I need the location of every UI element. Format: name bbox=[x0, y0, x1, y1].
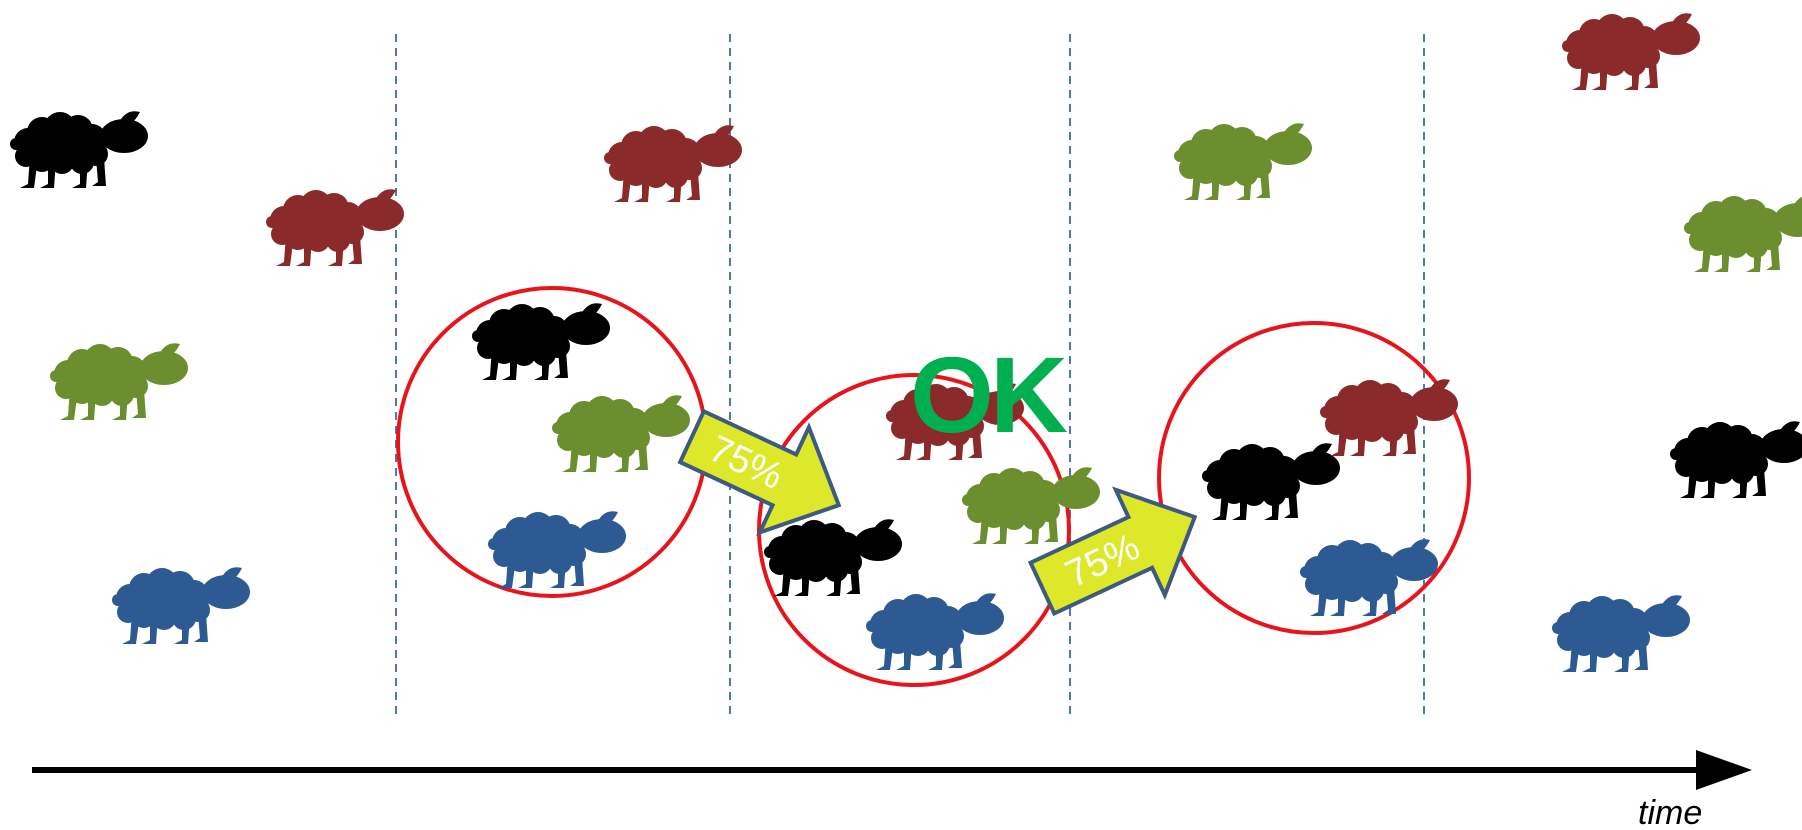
sheep-icon bbox=[10, 111, 148, 188]
sheep-icon bbox=[50, 343, 188, 420]
sheep-icon bbox=[488, 511, 626, 588]
sheep-icon bbox=[866, 593, 1004, 670]
arrow-icon: 75% bbox=[677, 408, 842, 536]
sheep-icon bbox=[472, 303, 610, 380]
sheep-icon bbox=[1320, 379, 1458, 456]
sheep-icon bbox=[1300, 539, 1438, 616]
sheep-icon bbox=[1562, 13, 1700, 91]
ok-label: OK bbox=[910, 334, 1067, 455]
sheep-icon bbox=[1174, 123, 1312, 200]
sheep-icon bbox=[1202, 443, 1340, 520]
sheep-icon bbox=[552, 395, 690, 472]
time-axis: time bbox=[32, 750, 1752, 830]
sheep-icon bbox=[962, 467, 1100, 544]
sheep-icon bbox=[1684, 195, 1802, 272]
time-axis-label: time bbox=[1638, 794, 1702, 830]
sheep-icon bbox=[1670, 421, 1802, 498]
sheep-icon bbox=[266, 189, 404, 266]
sheep-icon bbox=[1552, 595, 1690, 672]
sheep-icon bbox=[112, 567, 250, 644]
sheep-icon bbox=[764, 519, 902, 596]
sheep-icon bbox=[604, 125, 742, 202]
time-axis-arrowhead bbox=[1696, 750, 1752, 790]
sample-circle-3 bbox=[1157, 321, 1471, 635]
